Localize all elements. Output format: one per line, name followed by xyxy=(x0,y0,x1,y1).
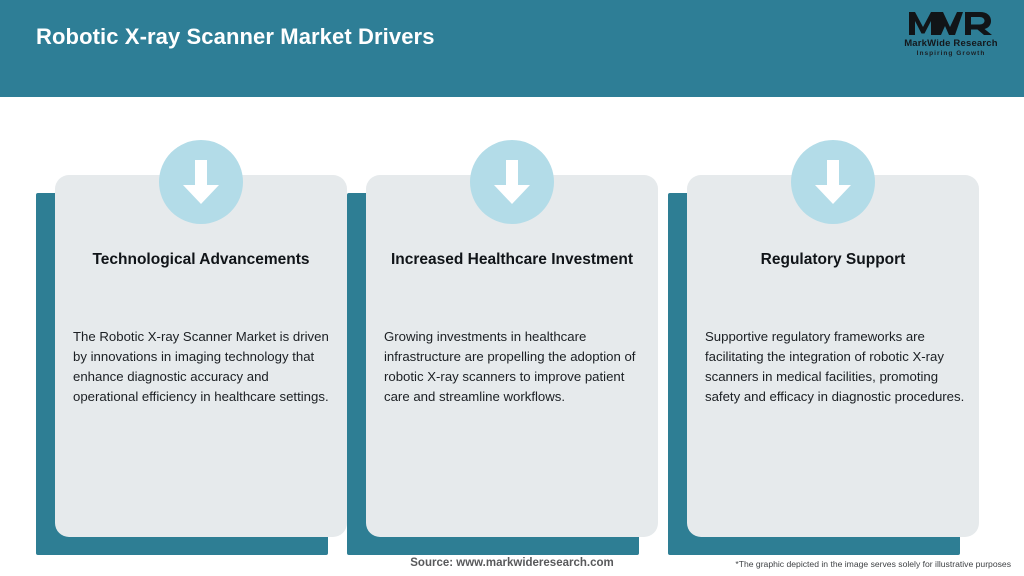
page-title: Robotic X-ray Scanner Market Drivers xyxy=(36,24,435,49)
card-surface: Regulatory Support Supportive regulatory… xyxy=(687,140,979,537)
footer-source: Source: www.markwideresearch.com xyxy=(410,557,614,569)
card-body: Growing investments in healthcare infras… xyxy=(384,329,636,405)
card-surface: Increased Healthcare Investment Growing … xyxy=(366,140,658,537)
driver-card-1: Technological Advancements The Robotic X… xyxy=(36,140,347,555)
card-body: The Robotic X-ray Scanner Market is driv… xyxy=(73,329,329,405)
arrow-down-icon xyxy=(470,140,554,224)
arrow-down-icon xyxy=(791,140,875,224)
driver-card-3: Regulatory Support Supportive regulatory… xyxy=(668,140,979,555)
logo-tagline: Inspiring Growth xyxy=(916,49,986,57)
logo: MarkWide Research Inspiring Growth xyxy=(892,8,1010,62)
header-band xyxy=(0,0,1024,97)
driver-card-2: Increased Healthcare Investment Growing … xyxy=(347,140,658,555)
logo-name: MarkWide Research xyxy=(904,38,998,49)
card-surface: Technological Advancements The Robotic X… xyxy=(55,140,347,537)
arrow-down-icon xyxy=(159,140,243,224)
mwr-logo-icon xyxy=(909,12,992,35)
card-title: Technological Advancements xyxy=(92,251,310,268)
footer-disclaimer: *The graphic depicted in the image serve… xyxy=(735,559,1011,569)
card-body: Supportive regulatory frameworks are fac… xyxy=(705,329,965,405)
card-title: Regulatory Support xyxy=(760,251,906,268)
card-title: Increased Healthcare Investment xyxy=(390,251,634,268)
